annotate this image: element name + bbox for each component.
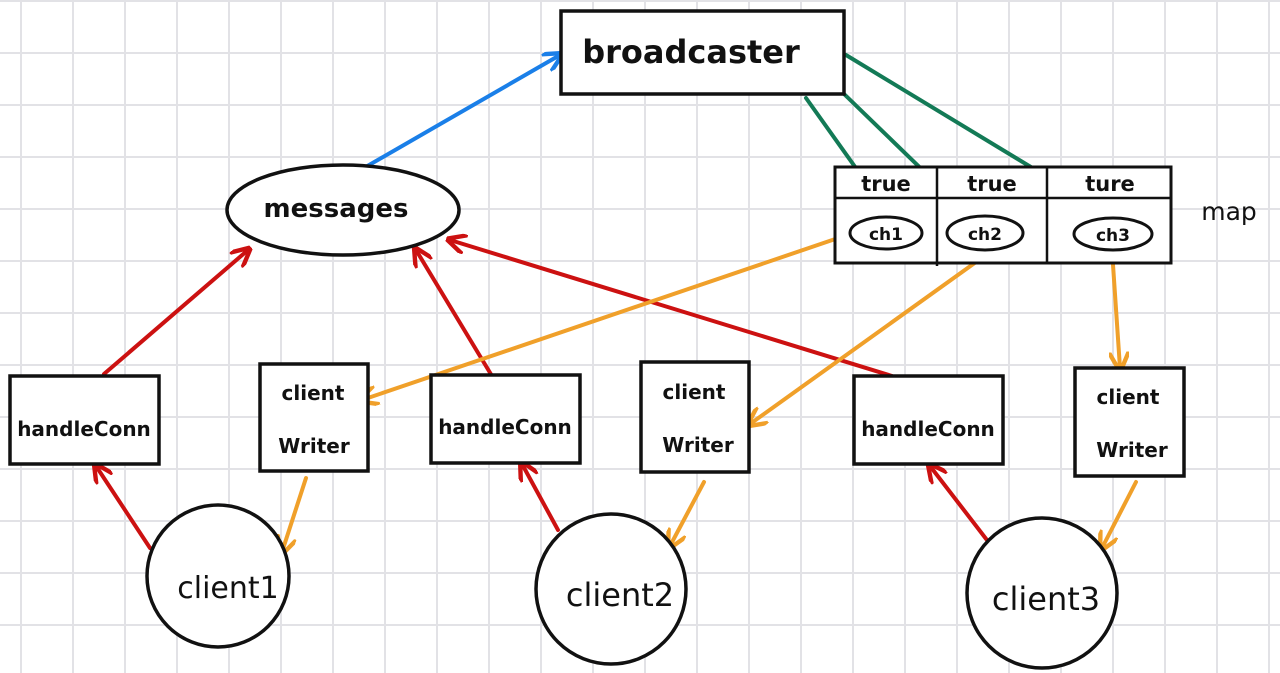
- map-header-3: ture: [1085, 172, 1135, 196]
- client-writer-2-line2: Writer: [662, 433, 734, 457]
- broadcaster-label: broadcaster: [582, 33, 800, 71]
- arrow-ch2-to-writer2: [750, 250, 992, 424]
- broadcaster-node: broadcaster: [559, 9, 846, 96]
- channel-ch2-label: ch2: [968, 225, 1002, 245]
- arrow-handleconn3-to-messages: [450, 240, 894, 378]
- channel-ch3: ch3: [1072, 216, 1154, 252]
- map-header-2: true: [967, 172, 1017, 196]
- handleconn-1: handleConn: [8, 374, 161, 466]
- arrows: [96, 55, 1138, 552]
- handleconn-2-label: handleConn: [438, 415, 572, 439]
- client-writer-1: client Writer: [258, 362, 370, 473]
- arrow-ch1-to-writer1: [362, 232, 852, 400]
- client-2: client2: [534, 512, 688, 666]
- arrow-writer3-to-client3: [1102, 480, 1138, 548]
- client-3-label: client3: [992, 580, 1100, 618]
- channel-ch1-label: ch1: [869, 225, 903, 245]
- map-header-1: true: [861, 172, 911, 196]
- arrow-handleconn2-to-messages: [416, 250, 494, 378]
- client-1: client1: [145, 503, 291, 649]
- client-writer-2: client Writer: [639, 360, 751, 474]
- messages-node: messages: [225, 163, 461, 257]
- map-table: true true ture ch1 ch2 ch3: [833, 165, 1173, 266]
- arrow-messages-to-broadcaster: [355, 55, 560, 174]
- client-3: client3: [965, 516, 1119, 670]
- client-writer-3-line1: client: [1097, 385, 1160, 409]
- map-label: map: [1201, 197, 1257, 226]
- arrow-writer1-to-client1: [282, 476, 308, 552]
- channel-ch1: ch1: [848, 215, 924, 251]
- messages-label: messages: [264, 194, 409, 224]
- arrow-writer2-to-client2: [670, 480, 706, 546]
- arrow-client1-to-handleconn1: [96, 466, 152, 550]
- channel-ch3-label: ch3: [1096, 226, 1130, 246]
- handleconn-2: handleConn: [429, 373, 582, 465]
- client-writer-3-line2: Writer: [1096, 438, 1168, 462]
- client-2-label: client2: [566, 576, 674, 614]
- client-1-label: client1: [177, 571, 278, 606]
- handleconn-1-label: handleConn: [17, 417, 151, 441]
- arrow-client2-to-handleconn2: [522, 464, 560, 532]
- client-writer-2-line1: client: [663, 380, 726, 404]
- arrow-handleconn1-to-messages: [102, 250, 248, 376]
- handleconn-3-label: handleConn: [861, 417, 995, 441]
- handleconn-3: handleConn: [852, 374, 1005, 466]
- client-writer-1-line1: client: [282, 381, 345, 405]
- arrow-client3-to-handleconn3: [930, 466, 992, 546]
- arrow-ch3-to-writer3: [1112, 248, 1120, 368]
- channel-ch2: ch2: [945, 214, 1025, 252]
- client-writer-3: client Writer: [1073, 366, 1186, 478]
- client-writer-1-line2: Writer: [278, 434, 350, 458]
